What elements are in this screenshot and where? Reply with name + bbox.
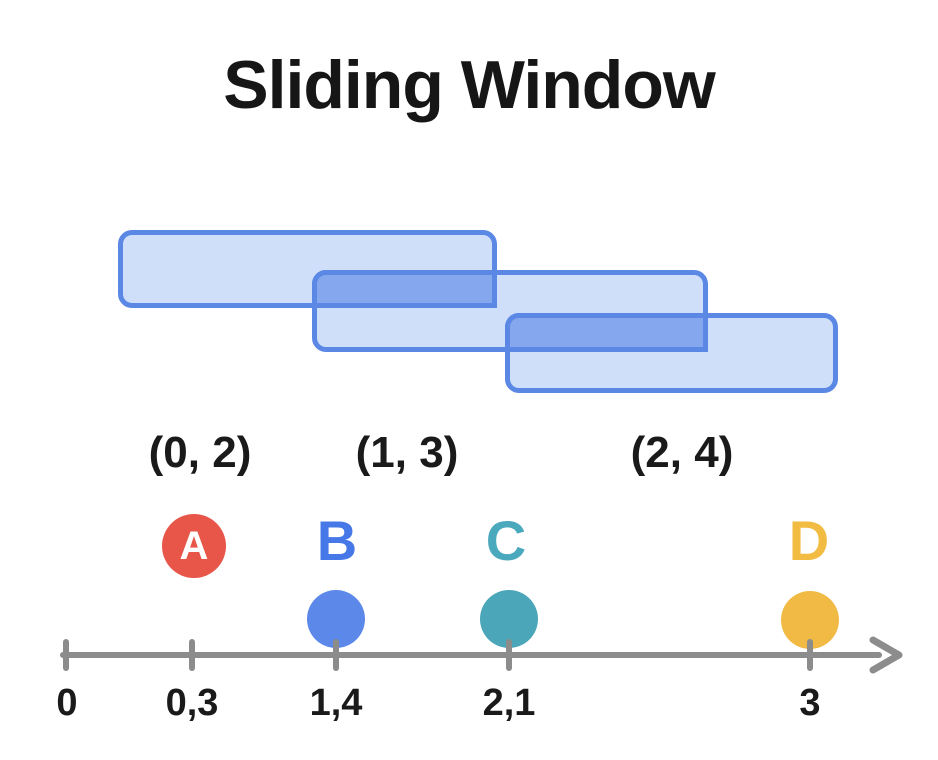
axis-tick-label-14: 1,4 — [309, 682, 363, 724]
axis-tick-3 — [807, 639, 813, 671]
axis-arrow-icon — [869, 636, 903, 674]
axis-tick-03 — [189, 639, 195, 671]
axis-line — [60, 652, 882, 658]
axis-tick-label-21: 2,1 — [482, 682, 536, 724]
window-label-1-3: (1, 3) — [355, 428, 459, 477]
axis-tick-label-3: 3 — [799, 682, 821, 724]
axis-tick-label-0: 0 — [56, 682, 78, 724]
window-label-0-2: (0, 2) — [148, 428, 252, 477]
point-letter-a: A — [179, 523, 209, 568]
diagram-title: Sliding Window — [223, 47, 716, 123]
point-letter-d: D — [788, 509, 830, 572]
axis-tick-label-03: 0,3 — [165, 682, 219, 724]
window-label-2-4: (2, 4) — [630, 428, 734, 477]
point-dot-b — [307, 590, 365, 648]
point-marker-a: A — [162, 514, 226, 578]
window-overlap-0-2-and-1-3 — [312, 270, 497, 308]
axis-tick-14 — [333, 639, 339, 671]
point-letter-c: C — [485, 509, 527, 572]
window-overlap-1-3-and-2-4 — [505, 313, 708, 352]
window-rect-0-2 — [118, 230, 497, 308]
point-dot-c — [480, 590, 538, 648]
axis-tick-21 — [506, 639, 512, 671]
axis-tick-0 — [63, 639, 69, 671]
point-letter-b: B — [316, 509, 358, 572]
